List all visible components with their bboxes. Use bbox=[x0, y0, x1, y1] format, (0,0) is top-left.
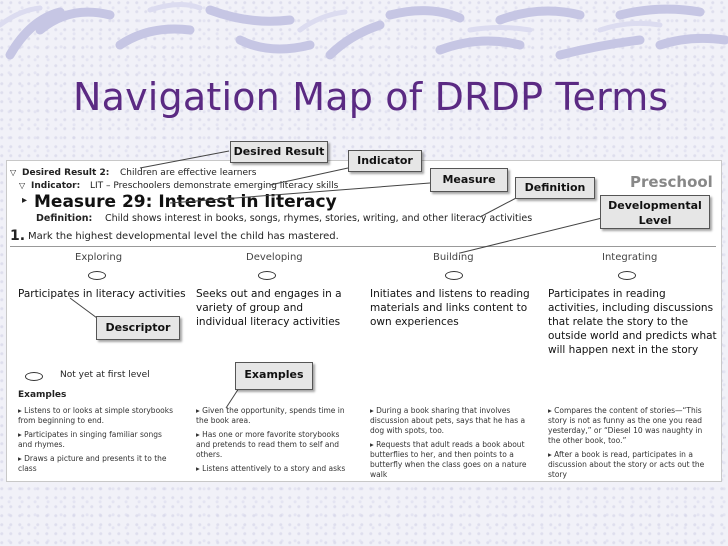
desired-result-label: Desired Result 2: bbox=[22, 168, 110, 178]
descriptor-exploring: Participates in literacy activities bbox=[18, 288, 186, 300]
callout-developmental-level: Developmental Level bbox=[600, 195, 710, 229]
level-header-exploring: Exploring bbox=[75, 252, 123, 263]
examples-developing: ▸ Given the opportunity, spends time in … bbox=[196, 406, 346, 474]
descriptor-building: Initiates and listens to reading materia… bbox=[370, 288, 530, 328]
callout-definition: Definition bbox=[515, 177, 595, 199]
collapse-triangle-icon: ▽ bbox=[19, 181, 26, 190]
decorative-swirls bbox=[0, 2, 728, 60]
level-radio-developing[interactable] bbox=[258, 271, 276, 280]
example-item: ▸ Listens attentively to a story and ask… bbox=[196, 464, 346, 473]
descriptor-developing: Seeks out and engages in a variety of gr… bbox=[196, 288, 342, 328]
indicator-text: LIT – Preschoolers demonstrate emerging … bbox=[90, 181, 339, 191]
not-yet-radio[interactable] bbox=[25, 372, 43, 381]
example-item: ▸ Has one or more favorite storybooks an… bbox=[196, 430, 340, 459]
slide-title: Navigation Map of DRDP Terms bbox=[73, 75, 669, 119]
example-item: ▸ Listens to or looks at simple storyboo… bbox=[18, 406, 173, 425]
definition-text: Child shows interest in books, songs, rh… bbox=[105, 213, 533, 224]
example-item: ▸ Participates in singing familiar songs… bbox=[18, 430, 162, 449]
descriptor-integrating: Participates in reading activities, incl… bbox=[548, 288, 717, 356]
example-item: ▸ Requests that adult reads a book about… bbox=[370, 440, 527, 479]
collapse-triangle-icon: ▽ bbox=[10, 168, 17, 177]
level-radio-exploring[interactable] bbox=[88, 271, 106, 280]
preschool-label: Preschool bbox=[630, 173, 713, 191]
level-header-building: Building bbox=[433, 252, 474, 263]
callout-desired-result: Desired Result bbox=[230, 141, 328, 163]
callout-measure: Measure bbox=[430, 168, 508, 192]
indicator-label: Indicator: bbox=[31, 181, 81, 191]
instruction-number: 1. bbox=[10, 228, 26, 244]
example-item: ▸ Given the opportunity, spends time in … bbox=[196, 406, 345, 425]
desired-result-text: Children are effective learners bbox=[120, 168, 257, 178]
examples-building: ▸ During a book sharing that involves di… bbox=[370, 406, 530, 480]
definition-label: Definition: bbox=[36, 213, 93, 224]
measure-title: Measure 29: Interest in literacy bbox=[34, 192, 337, 212]
not-yet-label: Not yet at first level bbox=[60, 370, 150, 380]
divider bbox=[10, 246, 716, 247]
examples-exploring: ▸ Listens to or looks at simple storyboo… bbox=[18, 406, 178, 474]
level-header-integrating: Integrating bbox=[602, 252, 658, 263]
example-item: ▸ During a book sharing that involves di… bbox=[370, 406, 526, 435]
instruction-text: Mark the highest developmental level the… bbox=[28, 231, 339, 242]
expand-triangle-icon: ▸ bbox=[22, 195, 28, 206]
callout-descriptor: Descriptor bbox=[96, 316, 180, 340]
level-radio-building[interactable] bbox=[445, 271, 463, 280]
examples-heading: Examples bbox=[18, 390, 67, 400]
example-item: ▸ Compares the content of stories—“This … bbox=[548, 406, 703, 445]
level-header-developing: Developing bbox=[246, 252, 303, 263]
examples-integrating: ▸ Compares the content of stories—“This … bbox=[548, 406, 708, 480]
example-item: ▸ After a book is read, participates in … bbox=[548, 450, 705, 479]
example-item: ▸ Draws a picture and presents it to the… bbox=[18, 454, 167, 473]
callout-indicator: Indicator bbox=[348, 150, 422, 172]
level-radio-integrating[interactable] bbox=[618, 271, 636, 280]
callout-examples: Examples bbox=[235, 362, 313, 390]
